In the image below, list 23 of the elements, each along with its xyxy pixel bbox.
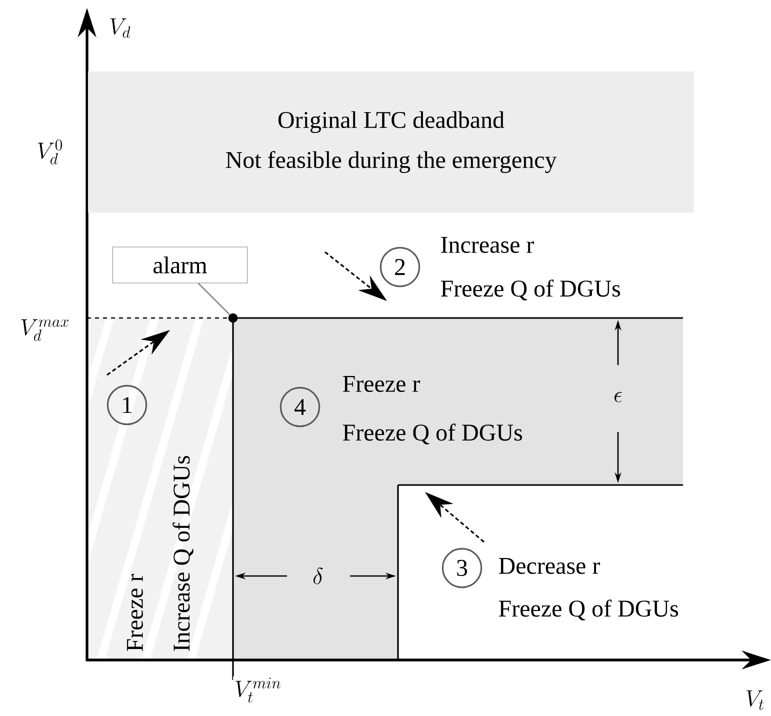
region-action: Decrease r (498, 558, 600, 574)
region-number: 4 (280, 386, 320, 428)
tick-label: $V_d^{max}$ (18, 318, 72, 342)
leader-line (198, 282, 230, 315)
tick-label: $V_t^{min}$ (233, 676, 283, 704)
alarm-point (228, 313, 238, 323)
alarm-box: alarm (112, 246, 248, 284)
region-action: Increase r (441, 237, 534, 253)
axis-label: $V_t$ (744, 689, 766, 711)
deadband-band: Original LTC deadband Not feasible during the emergency (88, 71, 694, 213)
region-action: Freeze Q of DGUs (342, 424, 522, 444)
dimension-label: $\delta$ (311, 566, 325, 586)
region-number: 1 (106, 384, 148, 426)
region-number: 2 (380, 246, 420, 288)
dimension-label: $\epsilon$ (612, 390, 624, 404)
region-action: Freeze r (127, 574, 143, 652)
tick-label: $V_d^0$ (35, 138, 65, 166)
region-number: 3 (442, 548, 482, 588)
region-action: Freeze r (342, 376, 420, 392)
axis-label: $V_d$ (108, 17, 132, 39)
region-action: Increase Q of DGUs (172, 456, 194, 651)
region-action: Freeze Q of DGUs (440, 280, 620, 300)
region-action: Freeze Q of DGUs (498, 600, 678, 620)
